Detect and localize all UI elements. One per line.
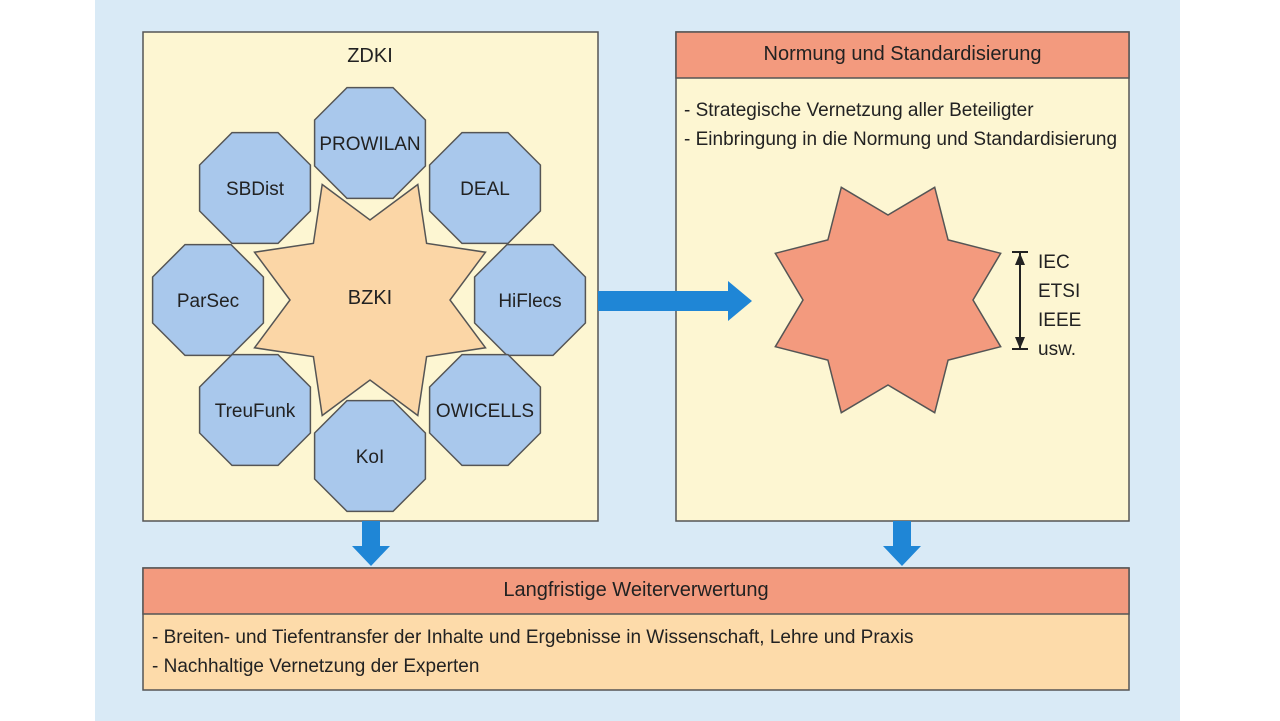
project-octagon-koi	[313, 399, 427, 513]
standardization-star	[774, 186, 1002, 414]
project-label-prowilan: PROWILAN	[319, 134, 420, 155]
project-label-koi: KoI	[356, 447, 385, 468]
standard-ieee: IEEE	[1038, 310, 1082, 331]
standardization-bullet-1: - Strategische Vernetzung aller Beteilig…	[684, 100, 1034, 121]
standardization-header: Normung und Standardisierung	[763, 43, 1042, 65]
standards-arrow-down-icon	[1015, 337, 1025, 349]
standards-arrow-up-icon	[1015, 253, 1025, 265]
zdki-title: ZDKI	[347, 45, 393, 67]
bzki-label: BZKI	[348, 287, 392, 309]
project-label-sbdist: SBDist	[226, 179, 285, 200]
exploitation-header: Langfristige Weiterverwertung	[503, 579, 769, 601]
project-octagon-treufunk	[198, 353, 312, 467]
project-label-hiflecs: HiFlecs	[498, 291, 561, 312]
project-octagon-parsec	[151, 243, 265, 357]
standard-etsi: ETSI	[1038, 281, 1081, 302]
bzki-star	[253, 183, 487, 417]
project-octagon-owicells	[428, 353, 542, 467]
arrow-down-left-icon	[352, 521, 390, 566]
project-octagon-sbdist	[198, 131, 312, 245]
standard-etc: usw.	[1038, 339, 1077, 360]
exploitation-bullet-2: - Nachhaltige Vernetzung der Experten	[152, 656, 480, 677]
project-label-owicells: OWICELLS	[436, 401, 534, 422]
standardization-header-bg	[675, 31, 1130, 79]
exploitation-bullet-1: - Breiten- und Tiefentransfer der Inhalt…	[152, 627, 914, 648]
project-label-treufunk: TreuFunk	[215, 401, 296, 422]
standardization-bullet-2: - Einbringung in die Normung und Standar…	[684, 129, 1118, 150]
arrow-right-icon	[598, 281, 752, 321]
exploitation-header-bg	[142, 567, 1130, 615]
project-label-deal: DEAL	[460, 179, 510, 200]
project-octagon-hiflecs	[473, 243, 587, 357]
project-label-parsec: ParSec	[177, 291, 239, 312]
arrow-down-right-icon	[883, 521, 921, 566]
project-octagon-deal	[428, 131, 542, 245]
project-octagon-prowilan	[313, 86, 427, 200]
standard-iec: IEC	[1038, 252, 1070, 273]
